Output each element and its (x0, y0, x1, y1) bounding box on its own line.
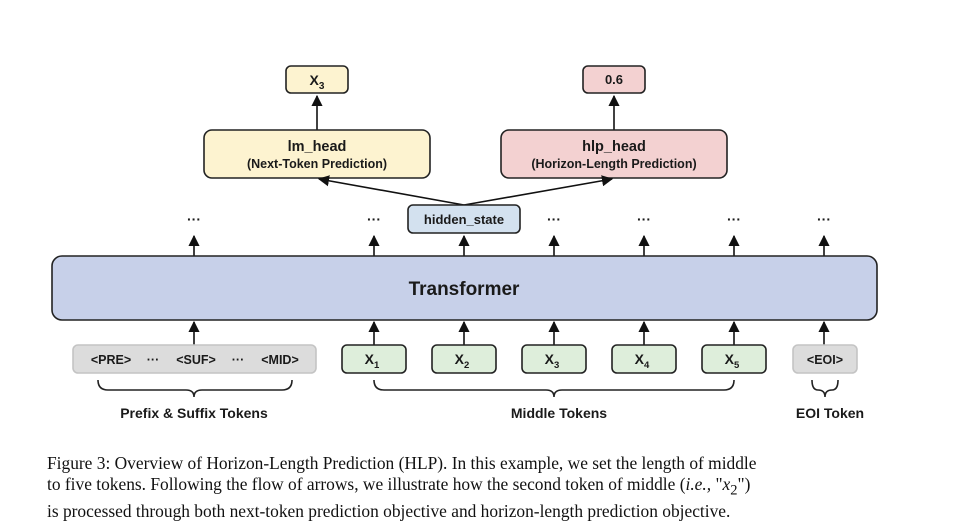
prefix-suffix-token-box: <PRE> ··· <SUF> ··· <MID> (72, 344, 317, 374)
ellipsis-output: ··· (637, 211, 651, 227)
caption-line-3: is processed through both next-token pre… (47, 501, 731, 522)
hlp-output-box: 0.6 (582, 65, 646, 94)
hlp-output-value: 0.6 (605, 72, 623, 87)
eoi-token-box: <EOI> (792, 344, 858, 374)
caption-line-2: to five tokens. Following the flow of ar… (47, 474, 751, 499)
suf-token: <SUF> (176, 353, 216, 367)
hidden-state-label: hidden_state (424, 212, 504, 227)
middle-token-x4: X4 (611, 344, 677, 374)
transformer-input-arrows (188, 320, 830, 345)
hlp-head-title: hlp_head (582, 139, 646, 155)
arrow-hidden-to-lm-head (317, 175, 465, 206)
ellipsis-token: ··· (147, 353, 160, 367)
middle-tokens-brace (373, 379, 735, 398)
lm-output-label: X (310, 72, 320, 88)
lm-head-subtitle: (Next-Token Prediction) (247, 157, 387, 171)
svg-text:X5: X5 (725, 351, 740, 371)
middle-token-x1: X1 (341, 344, 407, 374)
lm-output-box: X3 (285, 65, 349, 94)
lm-head-title: lm_head (288, 139, 347, 155)
hidden-state-box: hidden_state (407, 204, 521, 234)
svg-text:X3: X3 (310, 72, 325, 92)
lm-output-subscript: 3 (319, 81, 325, 92)
transformer-block: Transformer (51, 255, 878, 321)
arrow-hidden-to-hlp-head (463, 175, 614, 206)
transformer-output-arrows (188, 234, 830, 256)
ellipsis-output: ··· (817, 211, 831, 227)
middle-token-x3: X3 (521, 344, 587, 374)
transformer-label: Transformer (409, 279, 520, 300)
middle-token-x5: X5 (701, 344, 767, 374)
eoi-token-label-group: EOI Token (796, 405, 864, 421)
svg-text:X3: X3 (545, 351, 560, 371)
pre-token: <PRE> (91, 353, 131, 367)
eoi-token-label: <EOI> (807, 353, 843, 367)
ellipsis-output: ··· (367, 211, 381, 227)
mid-token: <MID> (261, 353, 299, 367)
eoi-brace (811, 379, 839, 398)
lm-head-box: lm_head (Next-Token Prediction) (203, 129, 431, 179)
ellipsis-output: ··· (727, 211, 741, 227)
ellipsis-output: ··· (547, 211, 561, 227)
middle-tokens-label: Middle Tokens (511, 405, 607, 421)
middle-token-x2: X2 (431, 344, 497, 374)
prefix-suffix-brace (97, 379, 293, 398)
caption-line-1: Figure 3: Overview of Horizon-Length Pre… (47, 453, 757, 473)
svg-text:X4: X4 (635, 351, 650, 371)
svg-text:X2: X2 (455, 351, 470, 371)
ellipsis-output: ··· (187, 211, 201, 227)
hlp-head-box: hlp_head (Horizon-Length Prediction) (500, 129, 728, 179)
ellipsis-token: ··· (232, 353, 245, 367)
svg-text:X1: X1 (365, 351, 380, 371)
figure-caption: Figure 3: Overview of Horizon-Length Pre… (47, 453, 927, 522)
hlp-head-subtitle: (Horizon-Length Prediction) (531, 157, 696, 171)
prefix-suffix-label: Prefix & Suffix Tokens (120, 405, 268, 421)
